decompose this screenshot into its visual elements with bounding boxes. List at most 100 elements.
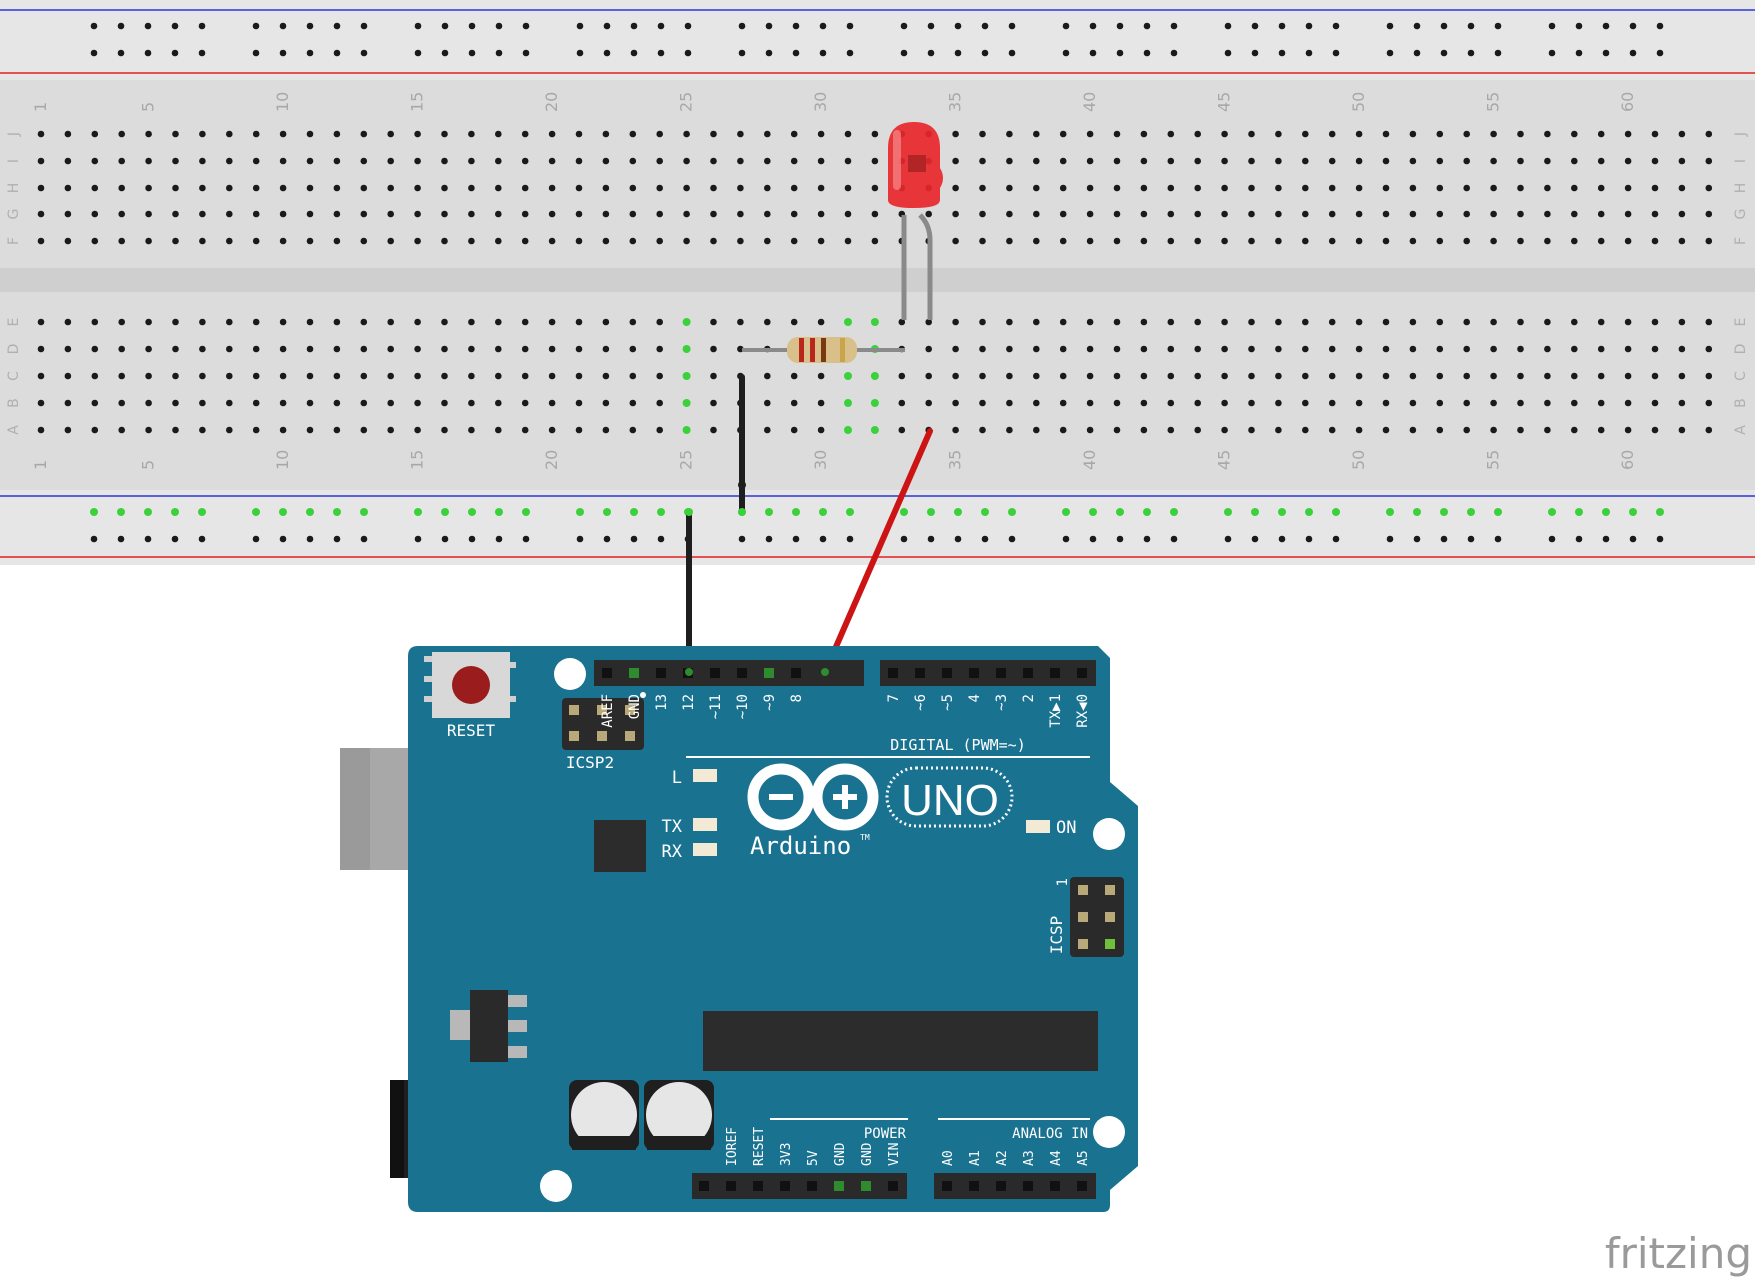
breadboard-hole bbox=[1651, 426, 1659, 434]
breadboard-hole bbox=[64, 399, 72, 407]
breadboard-hole bbox=[1113, 345, 1121, 353]
row-label: G bbox=[1733, 209, 1749, 220]
breadboard-hole bbox=[414, 399, 421, 407]
breadboard-hole bbox=[279, 157, 287, 165]
breadboard-hole bbox=[898, 399, 906, 407]
resistor[interactable] bbox=[742, 337, 905, 363]
rail-hole bbox=[1440, 535, 1448, 543]
breadboard-hole bbox=[1678, 399, 1686, 407]
rail-hole bbox=[144, 22, 152, 30]
rail-hole bbox=[360, 535, 368, 543]
rail-hole bbox=[1062, 49, 1070, 57]
breadboard-hole bbox=[1059, 157, 1067, 165]
row-label: C bbox=[6, 371, 22, 381]
breadboard-hole bbox=[226, 210, 233, 218]
breadboard-hole bbox=[1006, 237, 1013, 245]
breadboard-hole bbox=[1705, 237, 1713, 245]
breadboard-hole bbox=[817, 184, 825, 192]
rail-hole bbox=[360, 22, 368, 30]
breadboard-hole bbox=[279, 345, 287, 353]
rail-hole bbox=[1440, 22, 1448, 30]
breadboard-hole bbox=[1275, 210, 1282, 218]
led-l-indicator bbox=[693, 769, 717, 782]
rail-hole bbox=[900, 49, 908, 57]
breadboard-hole bbox=[710, 426, 717, 434]
breadboard-hole bbox=[37, 372, 45, 380]
rail-hole bbox=[1602, 22, 1610, 30]
breadboard-hole bbox=[1355, 130, 1363, 138]
breadboard-hole bbox=[1033, 237, 1040, 245]
breadboard-hole bbox=[1140, 399, 1148, 407]
breadboard-hole bbox=[1409, 372, 1417, 380]
icsp2-header bbox=[562, 692, 646, 750]
wires bbox=[686, 374, 933, 675]
breadboard-hole bbox=[1086, 426, 1094, 434]
digital-pin bbox=[602, 668, 612, 678]
breadboard-hole bbox=[548, 130, 556, 138]
breadboard-hole bbox=[306, 318, 314, 326]
digital-header-right[interactable] bbox=[880, 660, 1096, 686]
rail-hole-connected bbox=[468, 508, 476, 516]
digital-pin bbox=[1077, 668, 1087, 678]
breadboard-hole bbox=[1275, 130, 1282, 138]
breadboard-hole bbox=[199, 237, 206, 245]
breadboard-hole bbox=[521, 210, 529, 218]
breadboard-hole bbox=[1328, 318, 1336, 326]
breadboard-hole bbox=[656, 184, 663, 192]
rail-hole bbox=[1467, 22, 1475, 30]
power-header[interactable] bbox=[692, 1173, 907, 1199]
breadboard-hole bbox=[414, 157, 421, 165]
breadboard-hole bbox=[1409, 130, 1417, 138]
icsp-label: ICSP bbox=[1047, 916, 1066, 955]
breadboard-hole bbox=[1678, 157, 1686, 165]
breadboard-hole bbox=[1167, 399, 1175, 407]
mounting-hole-1 bbox=[554, 658, 586, 690]
breadboard-hole bbox=[333, 157, 341, 165]
breadboard-hole bbox=[1248, 345, 1255, 353]
breadboard-hole bbox=[1436, 157, 1444, 165]
analog-header[interactable] bbox=[934, 1173, 1096, 1199]
red-led[interactable] bbox=[888, 122, 943, 320]
breadboard-hole bbox=[333, 372, 341, 380]
breadboard-hole bbox=[602, 318, 610, 326]
rail-hole-connected bbox=[1143, 508, 1151, 516]
breadboard-hole bbox=[1194, 237, 1201, 245]
breadboard-hole bbox=[629, 399, 637, 407]
breadboard-hole bbox=[871, 157, 879, 165]
breadboard-hole bbox=[145, 157, 152, 165]
breadboard-hole bbox=[64, 184, 72, 192]
breadboard-hole bbox=[1302, 130, 1309, 138]
breadboard-hole bbox=[252, 426, 260, 434]
breadboard-hole-connected bbox=[844, 318, 852, 326]
breadboard-hole bbox=[1517, 130, 1524, 138]
rail-hole bbox=[927, 535, 935, 543]
reset-button[interactable] bbox=[424, 652, 516, 718]
breadboard-hole bbox=[226, 426, 233, 434]
breadboard-hole bbox=[118, 345, 125, 353]
column-number: 55 bbox=[1484, 92, 1503, 112]
breadboard-hole bbox=[1651, 210, 1659, 218]
breadboard-hole bbox=[575, 184, 583, 192]
rail-hole bbox=[1494, 535, 1502, 543]
breadboard-hole bbox=[1651, 184, 1659, 192]
breadboard-hole bbox=[790, 210, 798, 218]
breadboard-hole bbox=[333, 130, 341, 138]
breadboard-hole bbox=[1113, 426, 1121, 434]
rail-hole bbox=[1386, 22, 1394, 30]
breadboard-top-power-rail bbox=[0, 0, 1755, 80]
breadboard-hole bbox=[817, 372, 825, 380]
rail-hole bbox=[441, 535, 449, 543]
breadboard-hole bbox=[925, 399, 932, 407]
breadboard-hole bbox=[575, 210, 583, 218]
wire-pin9-to-led[interactable] bbox=[822, 428, 933, 675]
breadboard-hole bbox=[37, 157, 45, 165]
wire-endpoints bbox=[685, 481, 829, 676]
breadboard-hole bbox=[1328, 399, 1336, 407]
breadboard-hole bbox=[1705, 399, 1713, 407]
breadboard-hole bbox=[844, 157, 852, 165]
rail-hole bbox=[171, 22, 179, 30]
breadboard-hole bbox=[1086, 157, 1094, 165]
breadboard-hole bbox=[1705, 184, 1713, 192]
rail-hole bbox=[630, 22, 638, 30]
